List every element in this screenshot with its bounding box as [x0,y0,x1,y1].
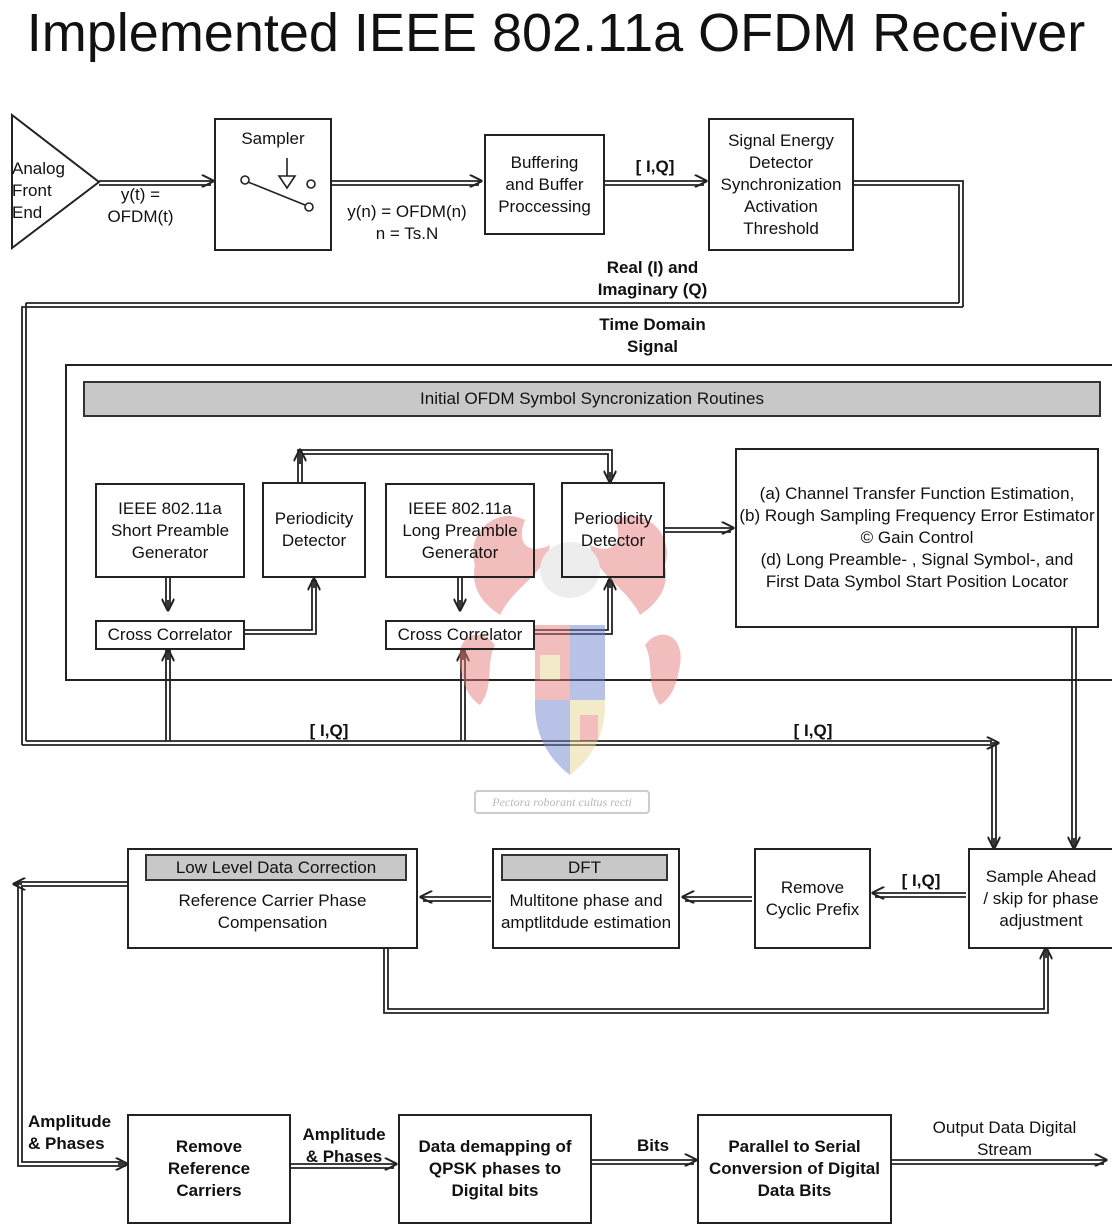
dft-header: DFT [501,854,668,881]
analog-front-end-label: Analog Front End [12,159,65,222]
analog-front-end-triangle [11,112,101,251]
real-imag-label: Real (I) and Imaginary (Q) [597,258,708,299]
iq-label-left: [ I,Q] [309,721,349,740]
remove-cyclic-prefix-block: Remove Cyclic Prefix [754,848,871,949]
remove-reference-carriers-block: Remove Reference Carriers [127,1114,291,1224]
periodicity-detector-2-block: Periodicity Detector [561,482,665,578]
signal-energy-detector-block: Signal Energy Detector Synchronization A… [708,118,854,251]
time-domain-label: Time Domain Signal [599,315,706,356]
crest-motto: Pectora roborant cultus recti [474,790,650,814]
dft-body: Multitone phase and amptlitdude estimati… [500,891,672,932]
periodicity-detector-1-block: Periodicity Detector [262,482,366,578]
sync-routines-frame [65,364,1112,681]
cross-correlator-2-block: Cross Correlator [385,620,535,650]
sampler-block: Sampler [214,118,332,251]
long-preamble-generator-block: IEEE 802.11a Long Preamble Generator [385,483,535,578]
iq-label-rcp: [ I,Q] [901,871,941,890]
bits-label: Bits [636,1136,670,1155]
amp-phase-label-2: Amplitude & Phases [302,1125,386,1166]
switch-icon [240,158,316,212]
sampler-label: Sampler [241,129,305,148]
lldc-header: Low Level Data Correction [145,854,407,881]
university-crest-watermark [459,516,681,775]
sample-ahead-block: Sample Ahead / skip for phase adjustment [968,848,1112,949]
iq-label-top: [ I,Q] [635,157,675,176]
output-stream-label: Output Data Digital Stream [932,1118,1077,1159]
yt-label: y(t) = OFDM(t) [107,185,174,226]
short-preamble-generator-block: IEEE 802.11a Short Preamble Generator [95,483,245,578]
yn-label: y(n) = OFDM(n) n = Ts.N [347,202,467,243]
data-demapping-block: Data demapping of QPSK phases to Digital… [398,1114,592,1224]
iq-label-right: [ I,Q] [793,721,833,740]
sync-routines-header: Initial OFDM Symbol Syncronization Routi… [83,381,1101,417]
cross-correlator-1-block: Cross Correlator [95,620,245,650]
amp-phase-label-1: Amplitude & Phases [28,1112,112,1153]
parallel-to-serial-block: Parallel to Serial Conversion of Digital… [697,1114,892,1224]
diagram-title: Implemented IEEE 802.11a OFDM Receiver [26,3,1086,63]
buffering-block: Buffering and Buffer Proccessing [484,134,605,235]
lldc-body: Reference Carrier Phase Compensation [178,891,367,932]
estimation-block: (a) Channel Transfer Function Estimation… [735,448,1099,628]
